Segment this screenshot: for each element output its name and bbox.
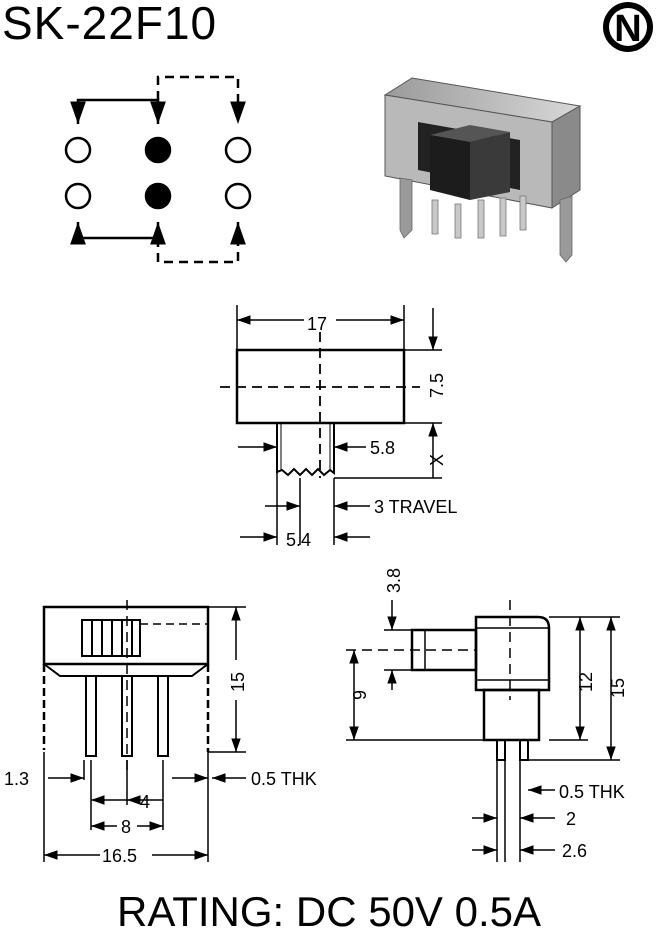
dim-knob-base: 5.4 [286,530,311,550]
dim-front-thickness: 0.5 THK [251,769,317,789]
dim-travel: 3 TRAVEL [374,497,457,517]
contact-open [224,136,252,164]
contact-open [64,136,92,164]
dim-pin-span: 8 [121,817,131,837]
dim-side-body-height: 12 [576,672,596,692]
contact-common [144,182,172,210]
svg-text:N: N [614,8,641,50]
dim-side-thickness: 0.5 THK [559,782,625,802]
brand-logo-icon: N [603,2,653,52]
contact-open [64,182,92,210]
dim-terminal-offset: 1.3 [4,769,29,789]
dim-width: 17 [307,314,327,334]
dim-pin-pitch: 4 [140,792,150,812]
dim-knob-width: 5.8 [370,438,395,458]
dim-pin-gap: 2 [566,809,576,829]
contact-open [224,182,252,210]
front-view-drawing [42,600,246,862]
dim-knob-center: 9 [350,690,370,700]
dim-side-total-height: 15 [608,678,628,698]
dim-knob-protrusion: 3.8 [384,568,404,593]
side-view-drawing [346,600,620,862]
dim-height: 7.5 [427,373,447,398]
dim-total-width: 16.5 [102,846,137,866]
rating-text: RATING: DC 50V 0.5A [116,888,542,935]
contact-common [144,136,172,164]
switch-3d-render [383,77,582,263]
model-title: SK-22F10 [2,0,218,49]
dim-front-height: 15 [228,672,248,692]
dim-pin-width: 2.6 [562,841,587,861]
switch-schematic [64,75,252,264]
top-view-drawing [220,305,442,545]
dim-knob-height: X [427,454,447,466]
